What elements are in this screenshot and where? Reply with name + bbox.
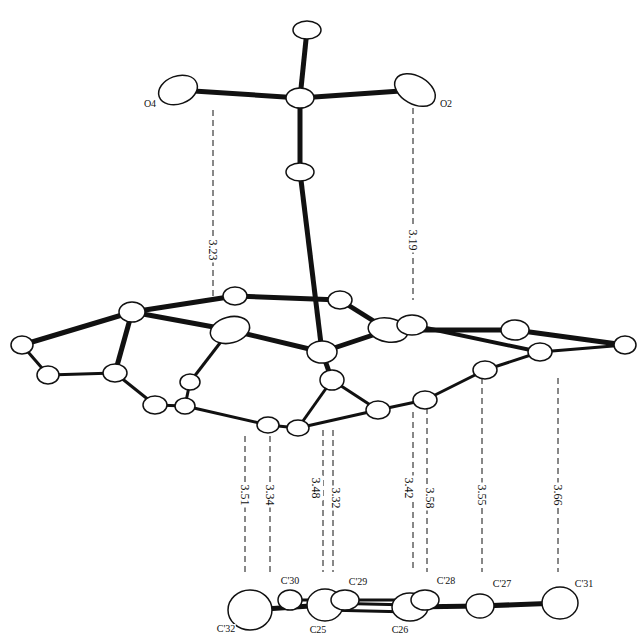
atom-label: C'32 [216, 624, 236, 634]
atom-label: C'31 [574, 579, 594, 589]
atom-label: C'30 [280, 576, 300, 586]
distance-label: 3.55 [475, 483, 489, 508]
distance-label: 3.58 [423, 486, 437, 511]
contact-lines [213, 108, 558, 572]
distance-label: 3.66 [551, 483, 565, 508]
atom-ellipsoids [11, 21, 636, 630]
bonds [22, 30, 625, 612]
atom-label: C'27 [492, 579, 512, 589]
atom-label: C'29 [348, 577, 368, 587]
atom-label: O2 [439, 99, 453, 109]
distance-label: 3.34 [263, 483, 277, 508]
distance-label: 3.19 [406, 228, 420, 253]
distance-label: 3.48 [309, 476, 323, 501]
distance-label: 3.23 [206, 238, 220, 263]
distance-label: 3.32 [329, 486, 343, 511]
atom-label: C25 [309, 625, 328, 635]
atom-label: O4 [143, 99, 157, 109]
distance-label: 3.42 [402, 476, 416, 501]
atom-label: C'28 [436, 576, 456, 586]
distance-label: 3.51 [238, 483, 252, 508]
atom-label: C26 [391, 625, 410, 635]
